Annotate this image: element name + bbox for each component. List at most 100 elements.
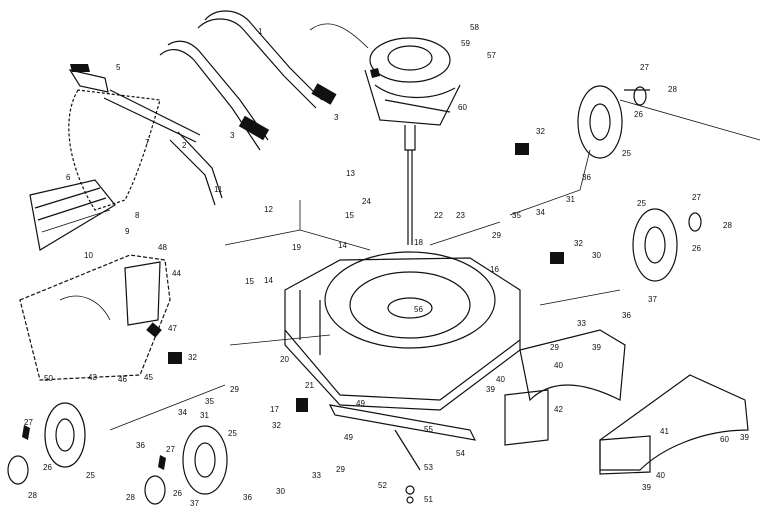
callout-28: 28 [126,493,135,502]
callout-27: 27 [24,418,33,427]
adjuster-32-bottom [296,398,308,412]
engine [309,23,461,245]
callout-27: 27 [692,193,701,202]
wheel-rear-mid [632,208,702,282]
callout-22: 22 [434,211,443,220]
callout-46: 46 [118,375,127,384]
callout-37: 37 [190,499,199,508]
callout-3: 3 [230,131,235,140]
callout-29: 29 [336,465,345,474]
callout-25: 25 [86,471,95,480]
callout-50: 50 [44,374,53,383]
callout-32: 32 [272,421,281,430]
callout-42: 42 [554,405,563,414]
callout-40: 40 [554,361,563,370]
mower-deck [284,251,521,411]
callout-41: 41 [660,427,669,436]
callout-33: 33 [312,471,321,480]
callout-26: 26 [692,244,701,253]
callout-24: 24 [362,197,371,206]
callout-27: 27 [640,63,649,72]
callout-21: 21 [305,381,314,390]
callout-26: 26 [173,489,182,498]
adjuster-32-mid [550,252,564,264]
callout-58: 58 [470,23,479,32]
callout-14: 14 [264,276,273,285]
callout-56: 56 [414,305,423,314]
callout-40: 40 [496,375,505,384]
wheel-rear-top [577,85,650,159]
rear-baffle [504,329,749,475]
callout-43: 43 [88,373,97,382]
callout-28: 28 [28,491,37,500]
callout-55: 55 [424,425,433,434]
callout-labels: 1 2 3 3 5 6 7 8 9 10 11 12 13 14 14 15 1… [24,23,749,508]
callout-26: 26 [634,110,643,119]
callout-9: 9 [125,227,130,236]
callout-6: 6 [66,173,71,182]
callout-31: 31 [566,195,575,204]
callout-25: 25 [637,199,646,208]
callout-36: 36 [582,173,591,182]
callout-59: 59 [461,39,470,48]
callout-19: 19 [292,243,301,252]
callout-7: 7 [145,138,150,147]
callout-53: 53 [424,463,433,472]
callout-36: 36 [622,311,631,320]
callout-26: 26 [43,463,52,472]
callout-35: 35 [512,211,521,220]
callout-14: 14 [338,241,347,250]
callout-31: 31 [200,411,209,420]
callout-1: 1 [258,27,263,36]
callout-28: 28 [668,85,677,94]
callout-30: 30 [276,487,285,496]
callout-60: 60 [458,103,467,112]
blade-assembly [328,404,477,504]
callout-34: 34 [536,208,545,217]
adjuster-32-top [515,143,529,155]
callout-12: 12 [264,205,273,214]
handle-knob-right [311,83,337,105]
callout-36: 36 [243,493,252,502]
callout-57: 57 [487,51,496,60]
callout-34: 34 [178,408,187,417]
chute-clip [146,322,162,338]
callout-18: 18 [414,238,423,247]
callout-23: 23 [456,211,465,220]
callout-39: 39 [592,343,601,352]
callout-51: 51 [424,495,433,504]
callout-15: 15 [345,211,354,220]
callout-20: 20 [280,355,289,364]
callout-16: 16 [490,265,499,274]
height-adjusters [168,143,564,412]
wheel-front-right [144,425,228,505]
callout-52: 52 [378,481,387,490]
callout-5: 5 [116,63,121,72]
callout-29: 29 [550,343,559,352]
callout-49: 49 [344,433,353,442]
callout-25: 25 [228,429,237,438]
callout-10: 10 [84,251,93,260]
callout-60: 60 [720,435,729,444]
callout-39: 39 [486,385,495,394]
callout-33: 33 [577,319,586,328]
handle-assembly [68,10,337,206]
callout-28: 28 [723,221,732,230]
callout-27: 27 [166,445,175,454]
callout-49: 49 [356,399,365,408]
callout-25: 25 [622,149,631,158]
callout-2: 2 [182,141,187,150]
callout-32: 32 [188,353,197,362]
handle-knob-left [238,115,270,141]
discharge-chute [19,254,171,381]
callout-48: 48 [158,243,167,252]
callout-39: 39 [740,433,749,442]
callout-54: 54 [456,449,465,458]
callout-3: 3 [334,113,339,122]
callout-29: 29 [230,385,239,394]
callout-40: 40 [656,471,665,480]
callout-44: 44 [172,269,181,278]
callout-32: 32 [536,127,545,136]
